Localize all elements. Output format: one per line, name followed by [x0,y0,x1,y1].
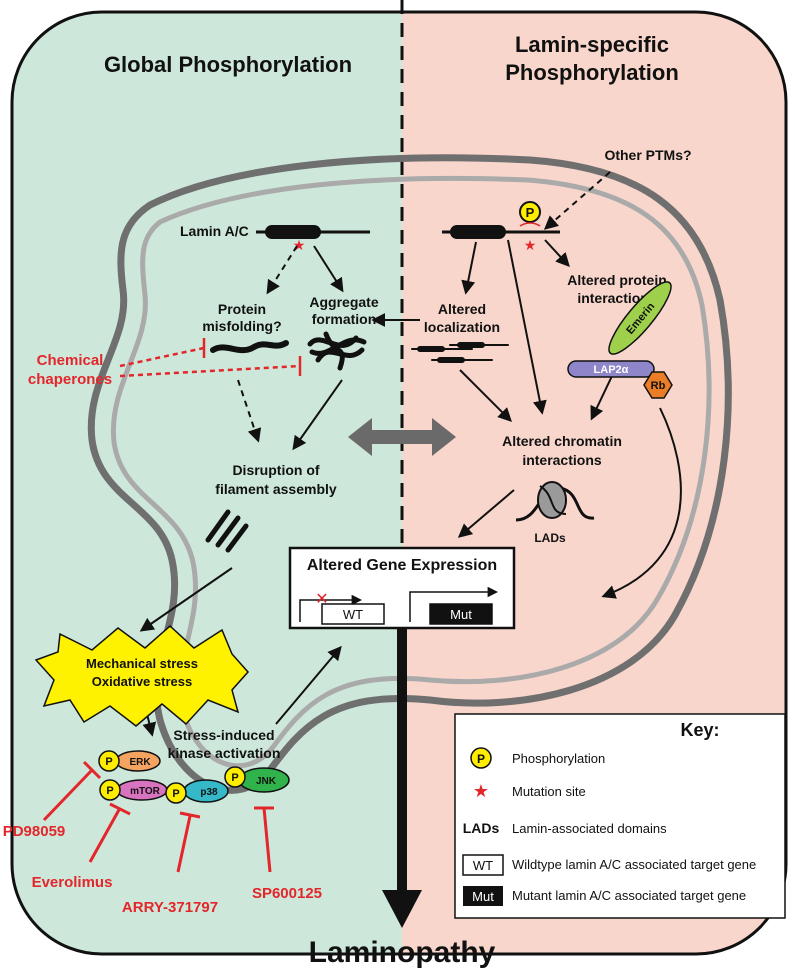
key-title: Key: [680,720,719,740]
sp600125-label: SP600125 [252,885,322,902]
svg-text:P: P [477,752,485,766]
chromatin-label-2: interactions [522,452,602,468]
left-panel-title: Global Phosphorylation [104,52,352,77]
left-arrows [139,245,344,737]
nucleus [87,154,732,794]
mislocalized-lamins [411,342,509,363]
altered-localization-label-2: localization [424,319,500,335]
everolimus-label: Everolimus [32,874,113,891]
misfolding-label-2: misfolding? [202,318,281,334]
laminopathy-label: Laminopathy [309,936,496,969]
inhibitor-lines [42,760,274,873]
mut-gene-label: Mut [450,607,472,622]
phosphorylation-icon: P [519,201,541,223]
other-ptms-label: Other PTMs? [604,147,691,163]
key-mutation-site: Mutation site [512,784,586,799]
svg-text:mTOR: mTOR [130,786,161,797]
svg-text:LAP2α: LAP2α [594,364,629,376]
key-box: Key: P Phosphorylation ★ Mutation site L… [454,713,786,919]
bidirectional-arrow [348,418,456,456]
stress-label-2: Oxidative stress [92,674,192,689]
aggregate-label-2: formation [312,311,377,327]
aggregate-label-1: Aggregate [309,294,378,310]
misfolded-protein [210,340,289,354]
svg-text:P: P [105,756,112,768]
aggregate-tangle [307,331,367,371]
lads-label: LADs [534,531,566,545]
phospho-link [519,222,541,227]
stress-label-1: Mechanical stress [86,656,198,671]
wt-gene-label: WT [343,607,363,622]
erk-kinase: ERK P [98,750,161,772]
svg-text:P: P [526,205,535,220]
key-mut-symbol: Mut [472,889,494,904]
svg-text:P: P [231,772,238,784]
p38-kinase: p38 P [165,779,229,804]
chaperone-inhibition-lines [119,338,302,378]
chromatin-label-1: Altered chromatin [502,433,622,449]
arry-label: ARRY-371797 [122,899,218,916]
emerin-protein: Emerin [608,281,672,355]
svg-text:ERK: ERK [129,757,151,768]
chaperones-label-1: Chemical [37,352,104,369]
lamin-label: Lamin A/C [180,223,249,239]
lads-chromatin [515,481,595,522]
key-mut-desc: Mutant lamin A/C associated target gene [512,888,746,903]
key-wt-symbol: WT [473,858,493,873]
svg-text:P: P [106,785,113,797]
mtor-kinase: mTOR P [99,779,168,801]
laminopathy-arrow [382,628,422,928]
key-lads-desc: Lamin-associated domains [512,821,667,836]
lamin-protein-left [256,225,370,239]
key-phosphorylation: Phosphorylation [512,751,605,766]
gene-expression-box: Altered Gene Expression ✕ WT Mut [288,546,516,630]
right-panel-title-line2: Phosphorylation [505,60,679,85]
right-arrows [371,171,682,599]
key-star-icon: ★ [473,781,489,801]
svg-text:P: P [172,788,179,800]
chaperones-label-2: chaperones [28,371,112,388]
right-panel-title-line1: Lamin-specific [515,32,669,57]
jnk-kinase: JNK P [224,766,290,793]
disruption-label-1: Disruption of [232,462,319,478]
altered-protein-label-2: interactions [577,290,657,306]
kinase-label-2: kinase activation [168,745,281,761]
altered-protein-label-1: Altered protein [567,272,667,288]
mutation-star-icon-right: ★ [524,237,537,253]
disruption-label-2: filament assembly [215,481,337,497]
rb-protein: Rb [643,371,673,399]
key-lads-symbol: LADs [463,820,500,836]
svg-text:p38: p38 [200,787,218,798]
misfolding-label-1: Protein [218,301,266,317]
stress-starburst [34,624,250,727]
kinase-label-1: Stress-induced [173,727,274,743]
key-wt-desc: Wildtype lamin A/C associated target gen… [512,857,756,872]
disrupted-filaments [205,509,249,553]
altered-localization-label-1: Altered [438,301,486,317]
lap2a-protein: LAP2α [567,360,655,378]
svg-text:JNK: JNK [256,776,277,787]
gene-expression-title: Altered Gene Expression [307,557,497,574]
svg-text:Rb: Rb [651,380,666,392]
pd98059-label: PD98059 [3,823,66,840]
lamin-protein-right [442,225,560,239]
